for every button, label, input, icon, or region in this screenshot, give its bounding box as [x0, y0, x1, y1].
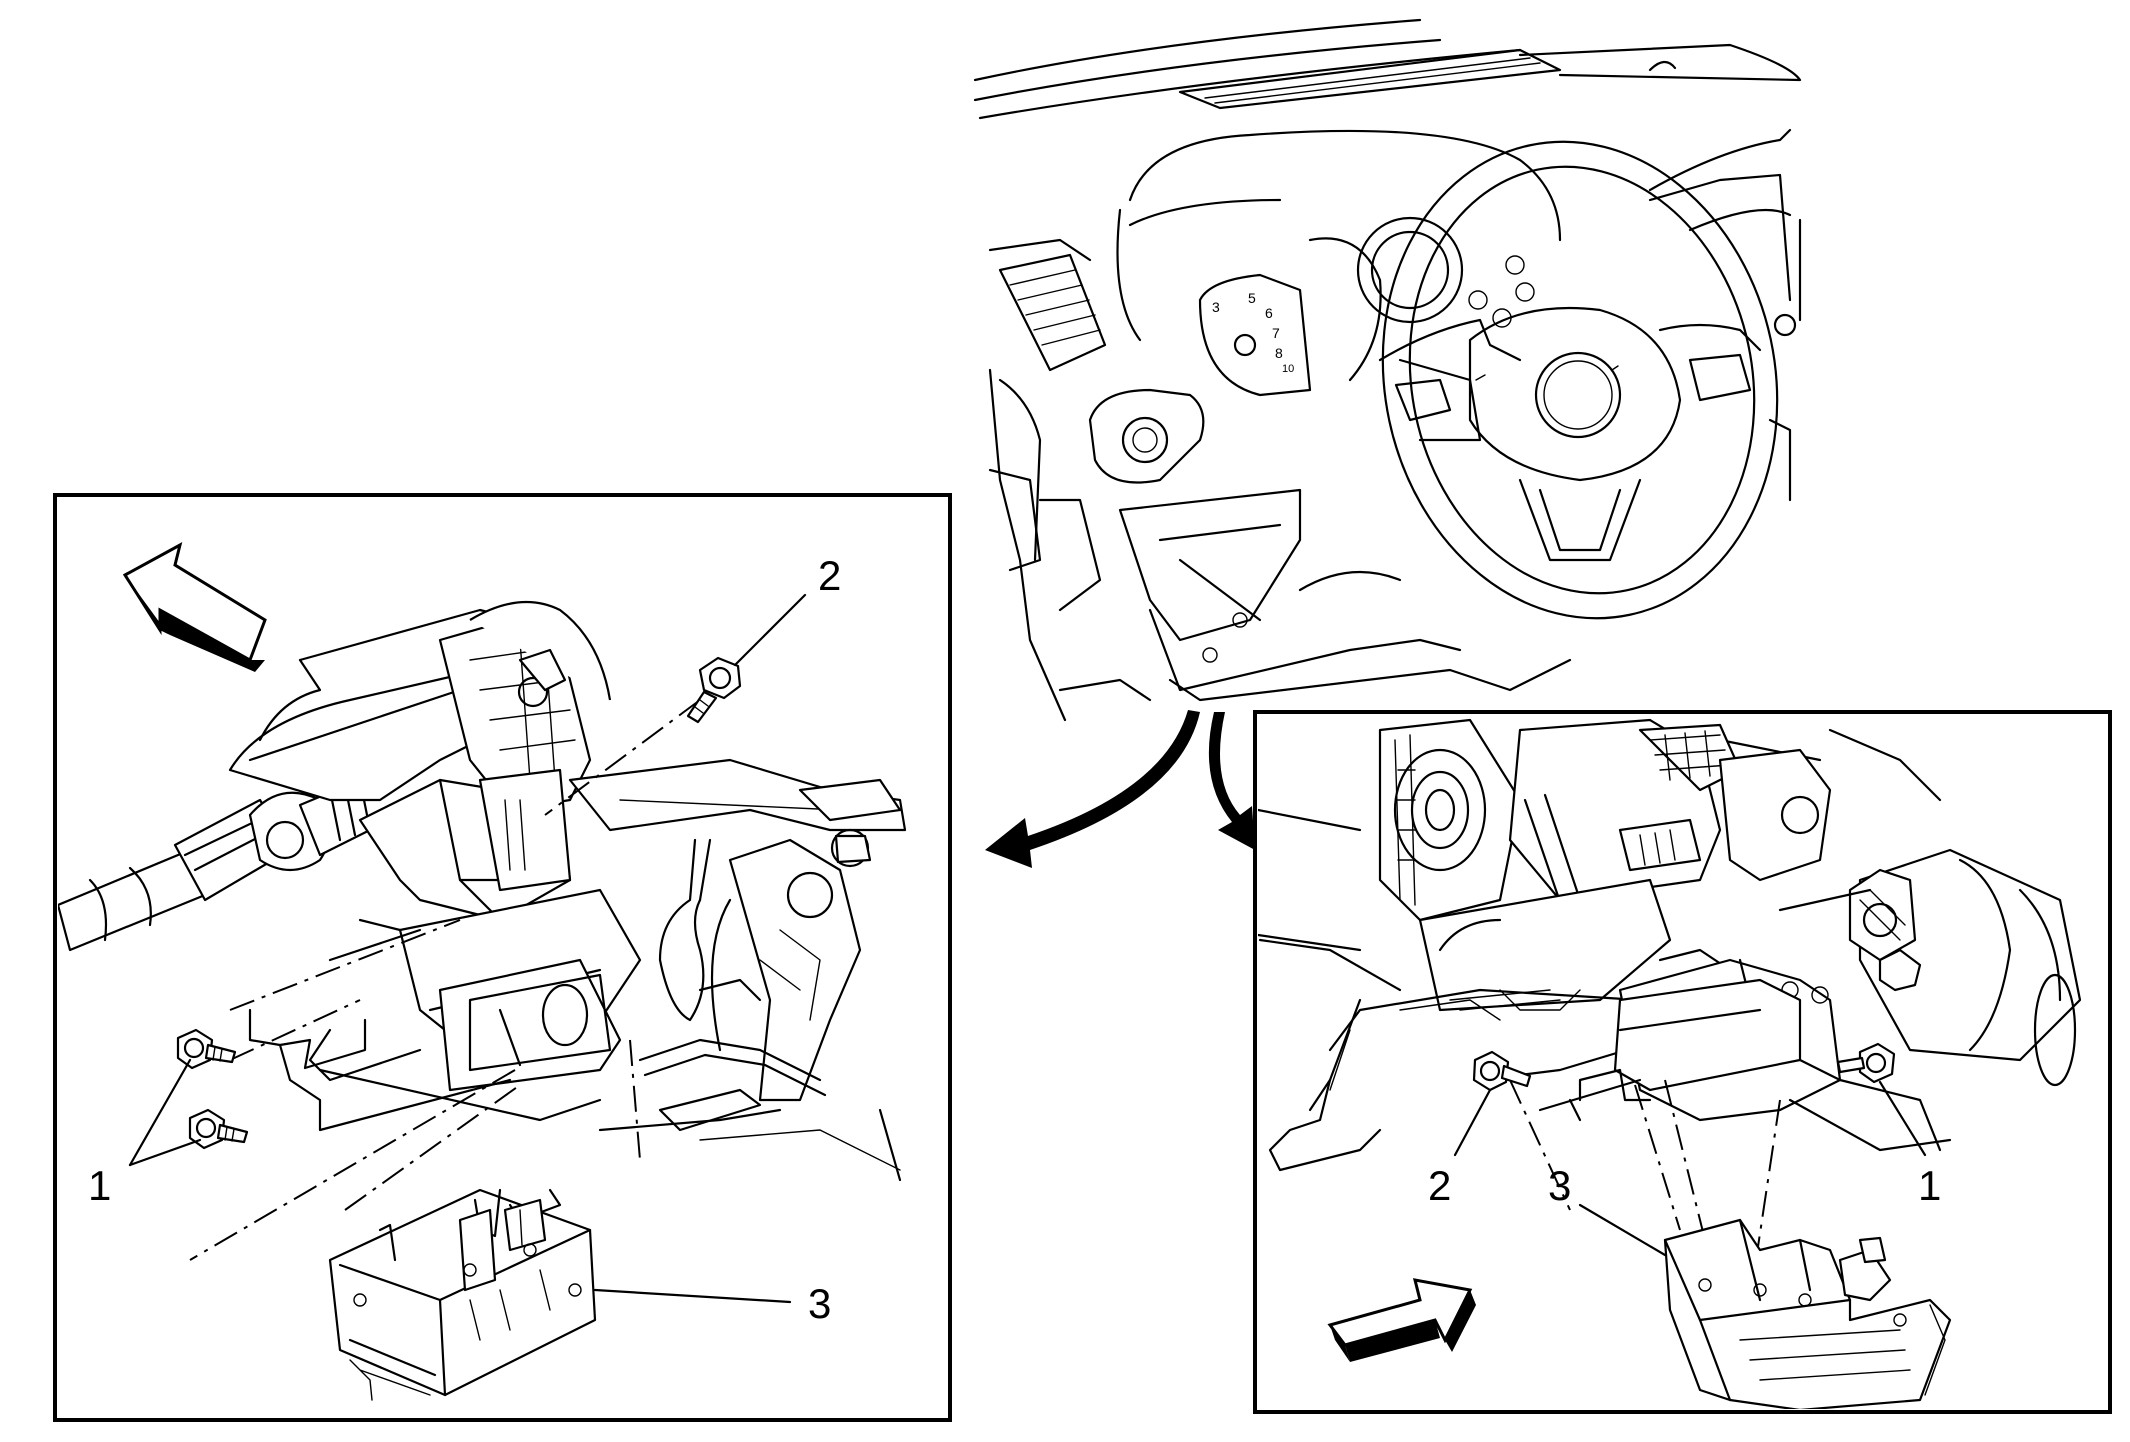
callout-3: 3 [1548, 1162, 1571, 1209]
gauge-number: 6 [1265, 305, 1273, 321]
bolt-2 [686, 656, 742, 724]
left-detail-panel: 1 2 3 [53, 493, 952, 1422]
bolt-2 [1472, 1050, 1532, 1092]
gauge-number: 10 [1282, 363, 1294, 375]
gauge-number: 5 [1248, 290, 1256, 306]
callout-1: 1 [88, 1162, 111, 1209]
bolt-1-upper [176, 1028, 237, 1070]
front-direction-arrow-icon [122, 542, 267, 672]
gauge-number: 3 [1212, 299, 1220, 315]
bolt-1-lower [188, 1108, 249, 1150]
callout-2: 2 [818, 552, 841, 599]
module-3 [328, 1188, 597, 1401]
dashboard-overview: 3 5 6 7 8 10 [973, 18, 1802, 722]
callout-2: 2 [1428, 1162, 1451, 1209]
gauge-number: 8 [1275, 345, 1283, 361]
right-detail-panel: 2 1 3 [1253, 710, 2112, 1414]
gauge-number: 7 [1272, 325, 1280, 341]
callout-1: 1 [1918, 1162, 1941, 1209]
callout-3: 3 [808, 1280, 831, 1327]
front-direction-arrow-icon [1327, 1278, 1476, 1362]
bolt-1 [1836, 1042, 1896, 1084]
module-3 [1663, 1218, 1952, 1409]
curved-view-arrow-left [985, 710, 1200, 868]
curved-view-arrow-right [1208, 712, 1255, 850]
